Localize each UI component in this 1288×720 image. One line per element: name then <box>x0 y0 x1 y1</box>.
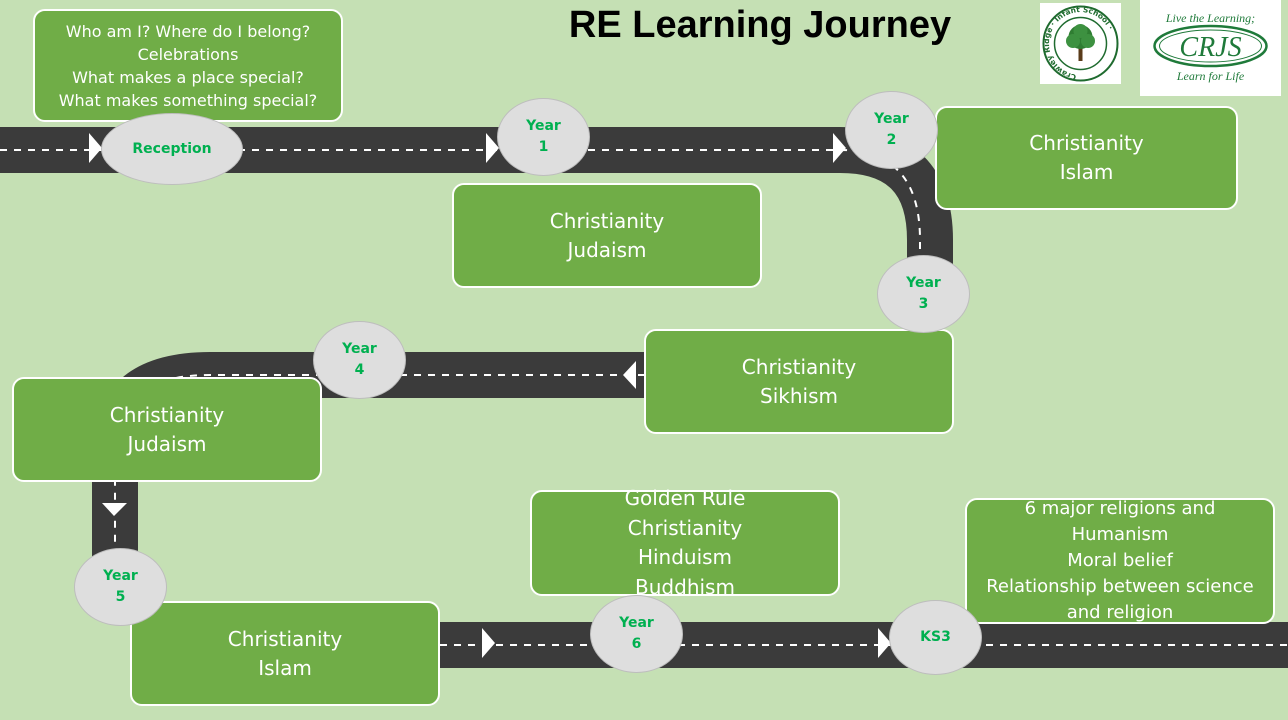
topic-line: Humanism <box>1071 524 1169 545</box>
marker-label: 4 <box>354 362 365 378</box>
marker-year3: Year 3 <box>877 255 970 333</box>
topic-line: Judaism <box>567 237 647 262</box>
topic-box-year6: Golden Rule Christianity Hinduism Buddhi… <box>530 486 840 599</box>
marker-reception: Reception <box>101 113 243 185</box>
topic-line: Hinduism <box>637 545 733 569</box>
topic-line: Christianity <box>109 402 225 427</box>
marker-label: Year <box>619 615 654 631</box>
topic-box-year4: Christianity Judaism <box>12 377 322 482</box>
topic-line: Moral belief <box>1067 550 1173 571</box>
topic-line: Christianity <box>741 354 857 379</box>
arrow-right-icon <box>89 133 102 163</box>
marker-label: Reception <box>132 140 212 157</box>
marker-label: 3 <box>918 296 929 312</box>
topic-line: Christianity <box>627 515 743 540</box>
topic-line: What makes a place special? <box>72 67 304 87</box>
marker-label: 2 <box>886 132 897 148</box>
marker-year5: Year 5 <box>74 548 167 626</box>
crjs-initials: CRJS <box>1179 32 1241 63</box>
school-logo-crawley-ridge: Crawley Ridge · Infant School · <box>1040 3 1121 84</box>
topic-line: Celebrations <box>137 44 239 64</box>
marker-year1: Year 1 <box>497 98 590 176</box>
marker-year6: Year 6 <box>590 595 683 673</box>
page-title: RE Learning Journey <box>568 4 952 46</box>
crjs-motto-bottom: Learn for Life <box>1176 69 1245 83</box>
topic-line: Relationship between science <box>986 576 1254 597</box>
arrow-right-icon <box>833 133 846 163</box>
school-logo-crjs: Live the Learning; CRJS Learn for Life <box>1140 0 1281 96</box>
topic-line: Buddhism <box>635 574 735 599</box>
arrow-right-icon <box>482 628 495 658</box>
marker-ks3: KS3 <box>889 600 982 675</box>
marker-label: 5 <box>115 589 126 605</box>
lane-line-1 <box>0 149 921 300</box>
marker-label: Year <box>874 111 909 127</box>
marker-label: Year <box>342 341 377 357</box>
topic-line: Sikhism <box>760 383 838 408</box>
marker-year2: Year 2 <box>845 91 938 169</box>
crjs-motto-top: Live the Learning; <box>1165 11 1255 25</box>
topic-line: Christianity <box>1029 131 1144 155</box>
topic-line: Islam <box>258 655 312 680</box>
topic-box-ks3: 6 major religions and Humanism Moral bel… <box>965 498 1275 624</box>
topic-line: Christianity <box>227 626 343 651</box>
topic-line: and religion <box>1066 602 1174 623</box>
topic-line: Judaism <box>127 431 207 456</box>
tree-icon <box>1066 24 1095 61</box>
topic-box-year3: Christianity Sikhism <box>644 329 954 434</box>
arrow-right-icon <box>878 628 891 658</box>
arrow-down-icon <box>102 503 127 516</box>
marker-label: Year <box>526 118 561 134</box>
marker-label: Year <box>103 568 138 584</box>
topic-line: Who am I? Where do I belong? <box>65 21 311 41</box>
topic-line: Christianity <box>549 208 665 233</box>
marker-label: 1 <box>538 139 549 155</box>
topic-box-year1: Christianity Judaism <box>452 183 762 288</box>
topic-line: What makes something special? <box>58 90 318 110</box>
arrow-right-icon <box>486 133 499 163</box>
arrow-left-icon <box>623 361 636 389</box>
marker-label: 6 <box>631 636 642 652</box>
school-seal: Crawley Ridge · Infant School · <box>1042 5 1119 82</box>
topic-box-year2: Christianity Islam <box>935 106 1238 210</box>
topic-line: Islam <box>1059 160 1114 184</box>
topic-box-reception: Who am I? Where do I belong? Celebration… <box>33 9 343 122</box>
marker-year4: Year 4 <box>313 321 406 399</box>
topic-line: Golden Rule <box>624 486 746 510</box>
marker-label: KS3 <box>920 629 951 645</box>
topic-line: 6 major religions and <box>1024 498 1216 519</box>
marker-label: Year <box>906 275 941 291</box>
topic-box-year5: Christianity Islam <box>130 601 440 706</box>
